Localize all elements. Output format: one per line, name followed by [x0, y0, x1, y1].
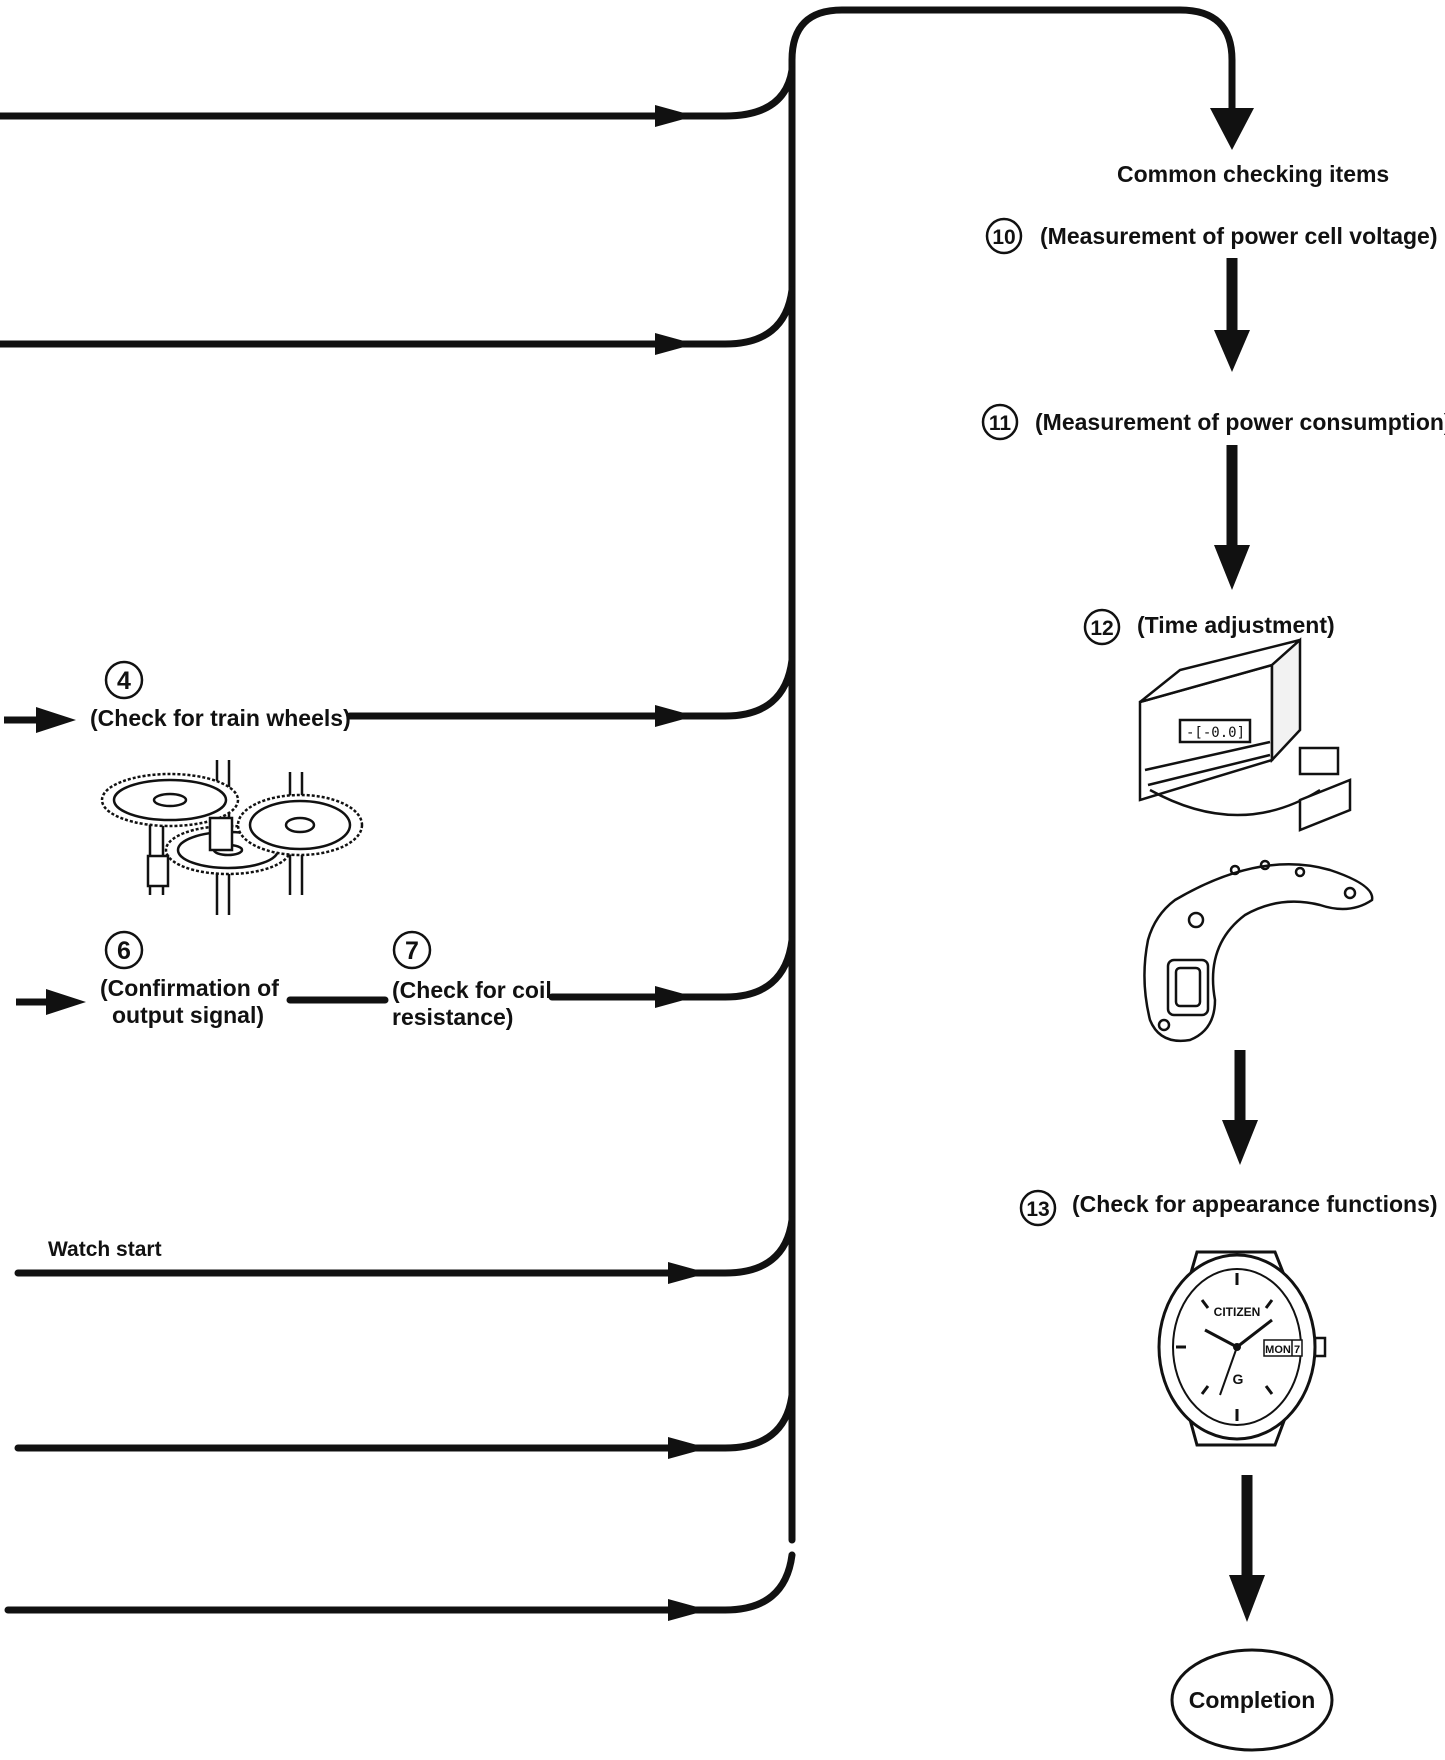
- step-6: 6 (Confirmation of output signal): [100, 930, 279, 1028]
- step-7-number: 7: [405, 937, 419, 965]
- step-6-label-line1: (Confirmation of: [100, 975, 279, 1001]
- step-13-label: (Check for appearance functions): [1072, 1191, 1438, 1217]
- feeder-lines: [0, 66, 796, 1614]
- step-13: 13 (Check for appearance functions): [1019, 1189, 1438, 1227]
- step-7-label-line1: (Check for coil: [392, 977, 552, 1003]
- feeder-line-2: [0, 286, 796, 348]
- feeder-arrowheads: [655, 105, 708, 1621]
- common-heading: Common checking items: [1117, 161, 1389, 187]
- feeder-line-6: [14, 1391, 796, 1452]
- feeder-line-4: [548, 936, 796, 1001]
- step-11-number-circle: [981, 403, 1019, 441]
- watch-brand: CITIZEN: [1214, 1305, 1261, 1319]
- step-10: 10 (Measurement of power cell voltage): [985, 217, 1437, 255]
- step-11: 11 (Measurement of power consumption): [981, 403, 1445, 441]
- step-4-label: (Check for train wheels): [90, 705, 351, 731]
- step-7-number-circle: [392, 930, 432, 970]
- step-12-label: (Time adjustment): [1137, 612, 1335, 638]
- step-10-number: 10: [992, 226, 1015, 249]
- step-7: 7 (Check for coil resistance): [392, 930, 552, 1030]
- circuit-block-illustration: [1143, 859, 1374, 1043]
- watch-date: 7: [1294, 1344, 1300, 1356]
- step-12-number: 12: [1090, 617, 1113, 640]
- step-7-label-line2: resistance): [392, 1004, 513, 1030]
- step-12: 12 (Time adjustment): [1083, 608, 1335, 646]
- step-4-number-circle: [104, 660, 144, 700]
- completion-label: Completion: [1189, 1687, 1316, 1713]
- step-13-number: 13: [1026, 1198, 1049, 1221]
- step-6-number: 6: [117, 937, 131, 965]
- svg-text:G: G: [1233, 1371, 1244, 1387]
- entry-arrows: [4, 707, 86, 1015]
- timing-tester-illustration: -[-0.0]: [1138, 637, 1352, 832]
- step-12-number-circle: [1083, 608, 1121, 646]
- right-column-arrows: [1214, 258, 1265, 1622]
- feeder-line-7: [4, 1551, 796, 1614]
- step-4-number: 4: [117, 667, 131, 695]
- main-trunk: [788, 6, 1236, 1544]
- watch-day: MON: [1265, 1344, 1291, 1356]
- step-10-label: (Measurement of power cell voltage): [1040, 223, 1437, 249]
- watch-start-label: Watch start: [48, 1238, 162, 1261]
- arrowhead-to-common: [1210, 108, 1254, 150]
- step-11-number: 11: [989, 412, 1012, 435]
- step-11-label: (Measurement of power consumption): [1035, 409, 1445, 435]
- completion-node: Completion: [1170, 1648, 1334, 1752]
- step-6-label-line2: output signal): [112, 1002, 264, 1028]
- wristwatch-illustration: CITIZEN MON 7 G: [1157, 1250, 1327, 1447]
- step-4: 4 (Check for train wheels): [90, 660, 351, 731]
- step-10-number-circle: [985, 217, 1023, 255]
- train-wheels-illustration: [100, 760, 364, 915]
- feeder-line-1: [0, 66, 796, 120]
- svg-text:-[-0.0]: -[-0.0]: [1186, 725, 1245, 741]
- step-13-number-circle: [1019, 1189, 1057, 1227]
- feeder-line-3: [346, 656, 796, 720]
- feeder-line-5: [14, 1216, 796, 1277]
- step-6-number-circle: [104, 930, 144, 970]
